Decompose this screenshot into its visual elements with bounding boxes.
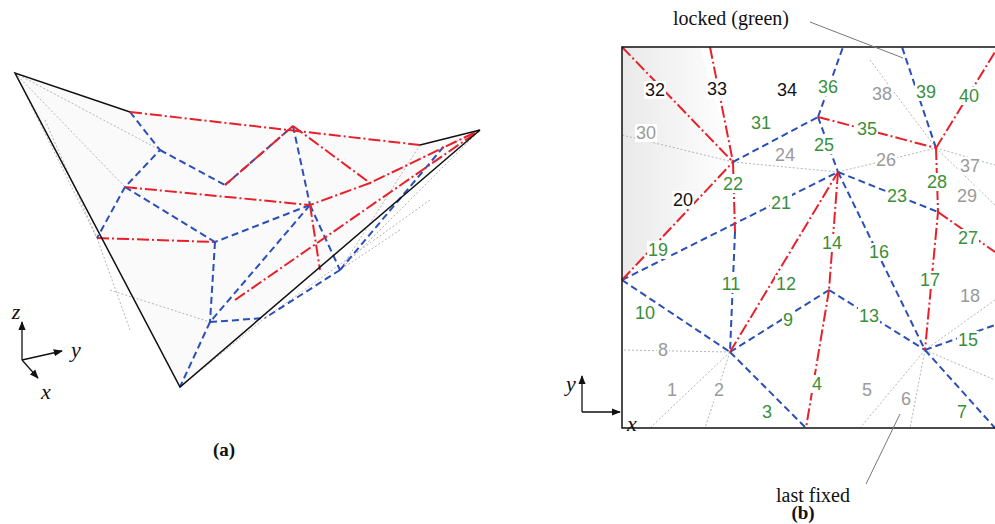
callout-number: 4	[811, 375, 823, 393]
callout-number: 21	[770, 194, 792, 212]
callout-number: 10	[634, 304, 656, 322]
callout-number: 12	[775, 275, 797, 293]
callout-number: 39	[915, 83, 937, 101]
callout-number: 40	[958, 87, 980, 105]
callout-number: 19	[647, 241, 669, 259]
callout-number: 37	[959, 157, 981, 175]
callout-number: 3	[761, 403, 773, 421]
panel-label: (a)	[212, 440, 236, 459]
callout-number: 18	[959, 287, 981, 305]
callout-number: 1	[666, 381, 678, 399]
annotation-note: locked (green)	[672, 8, 790, 28]
callout-number: 15	[957, 331, 979, 349]
callout-number: 27	[957, 229, 979, 247]
callout-number: 22	[722, 175, 744, 193]
axis-label: y	[565, 373, 577, 395]
panel-label: (b)	[790, 503, 815, 522]
callout-number: 33	[706, 80, 728, 98]
callout-number: 30	[635, 124, 657, 142]
callout-number: 6	[900, 390, 912, 408]
callout-number: 20	[672, 191, 694, 209]
callout-number: 17	[919, 271, 941, 289]
callout-number: 25	[813, 136, 835, 154]
callout-number: 24	[774, 146, 796, 164]
callout-number: 14	[821, 234, 843, 252]
axis-label: z	[11, 301, 22, 323]
axis-label: x	[40, 381, 52, 403]
callout-number: 32	[644, 81, 666, 99]
callout-number: 28	[926, 173, 948, 191]
callout-number: 7	[956, 403, 968, 421]
callout-number: 11	[721, 275, 742, 293]
callout-number: 38	[871, 85, 893, 103]
callout-number: 23	[886, 187, 908, 205]
axis-label: x	[626, 413, 638, 435]
callout-number: 9	[782, 311, 794, 329]
callout-number: 36	[817, 78, 839, 96]
callout-number: 34	[776, 81, 798, 99]
folded-model	[15, 73, 480, 387]
callout-number: 29	[956, 187, 978, 205]
axes-a	[22, 322, 62, 378]
callout-number: 35	[856, 120, 878, 138]
callout-number: 26	[875, 151, 897, 169]
callout-number: 16	[868, 243, 890, 261]
crease-pattern	[622, 47, 995, 428]
callout-number: 5	[861, 381, 873, 399]
callout-number: 2	[713, 381, 725, 399]
axis-label: y	[70, 339, 82, 361]
axes-b	[582, 376, 620, 412]
callout-number: 13	[858, 307, 880, 325]
callout-number: 8	[657, 341, 669, 359]
leader-lines	[810, 22, 903, 484]
callout-number: 31	[750, 114, 772, 132]
